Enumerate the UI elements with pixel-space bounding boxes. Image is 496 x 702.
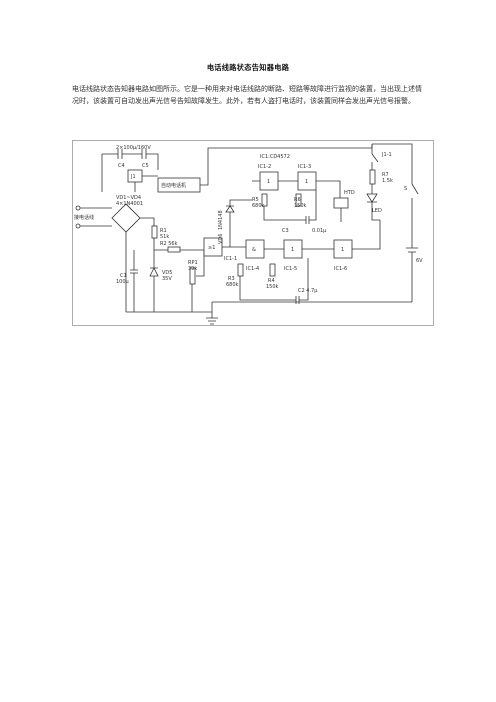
v6-label: 6V bbox=[416, 258, 423, 264]
ic1-5-symbol: 1 bbox=[291, 247, 294, 253]
ic1-6-output bbox=[352, 220, 381, 250]
ic1-4-label: IC1-4 bbox=[246, 266, 259, 272]
ic1-6-label: IC1-6 bbox=[334, 266, 347, 272]
r5-value: 680k bbox=[252, 203, 265, 209]
auto-phone-label: 自动电话机 bbox=[161, 182, 186, 189]
ic1-2-symbol: 1 bbox=[267, 179, 270, 185]
battery-6v bbox=[406, 247, 418, 302]
r2-resistor bbox=[167, 246, 181, 253]
bridge-part-label: 4×1N4001 bbox=[116, 201, 143, 207]
figure-frame bbox=[72, 140, 434, 326]
rp1-potentiometer bbox=[189, 267, 196, 285]
r3-value: 680k bbox=[226, 282, 239, 288]
r7-value: 1.5k bbox=[382, 178, 393, 184]
ic1-3-symbol: 1 bbox=[305, 179, 308, 185]
line-input-wires bbox=[80, 207, 112, 227]
r2-label: R2 56k bbox=[160, 241, 178, 247]
r1-value: 51k bbox=[160, 234, 169, 240]
r6-label: R6 bbox=[294, 197, 301, 203]
j1-wires bbox=[134, 175, 158, 192]
j1-1-contact bbox=[371, 144, 379, 170]
c3-value: 0.01μ bbox=[312, 228, 327, 234]
ic1-1-label: IC1-1 bbox=[224, 256, 237, 262]
r4-value: 150k bbox=[266, 284, 279, 290]
htd-label: HTD bbox=[344, 190, 355, 196]
ic1-6-symbol: 1 bbox=[341, 247, 344, 253]
ground-rail bbox=[126, 301, 412, 325]
switch-s bbox=[372, 143, 419, 248]
circuit-svg: 2×100μ/160V C4 C5 J1 自动电话机 接电话线 VD1~VD4 … bbox=[72, 140, 434, 326]
document-title: 电话线路状态告知器电路 bbox=[206, 63, 290, 72]
c1-capacitor bbox=[130, 250, 138, 312]
c2-capacitor bbox=[239, 258, 309, 304]
ic1-3-label: IC1-3 bbox=[298, 164, 311, 170]
c2-label: C2 4.7μ bbox=[298, 288, 318, 294]
ic1-4-symbol: & bbox=[252, 247, 256, 253]
line-input-label: 接电话线 bbox=[74, 214, 94, 221]
c1-label: C1 bbox=[120, 273, 127, 279]
led-diode bbox=[366, 184, 380, 221]
r1-label: R1 bbox=[160, 228, 167, 234]
c4-label: C4 bbox=[118, 163, 125, 169]
r7-resistor bbox=[369, 169, 376, 185]
c3-capacitor bbox=[263, 190, 317, 224]
vd5-label: VD5 bbox=[162, 270, 172, 276]
ic1-2-label: IC1-2 bbox=[258, 164, 271, 170]
j1-label: J1 bbox=[130, 174, 136, 180]
r4-resistor bbox=[269, 263, 276, 277]
r6-value: 150k bbox=[294, 203, 307, 209]
ic1-3-output bbox=[316, 180, 341, 198]
r6-resistor bbox=[295, 193, 302, 207]
htd-buzzer bbox=[333, 197, 349, 209]
r7-label: R7 bbox=[382, 172, 389, 178]
ic1-1-symbol: ≥1 bbox=[208, 245, 215, 251]
rp1-label: RP1 bbox=[188, 260, 198, 266]
r4-label: R4 bbox=[268, 278, 275, 284]
vd5-zener bbox=[149, 250, 159, 312]
vd5-value: 35V bbox=[162, 276, 172, 282]
circuit-diagram: 2×100μ/160V C4 C5 J1 自动电话机 接电话线 VD1~VD4 … bbox=[72, 140, 434, 326]
led-label: LED bbox=[372, 208, 382, 214]
rp1-wires bbox=[191, 250, 205, 312]
r5-resistor bbox=[261, 193, 268, 207]
ic-title: IC1:CD4572 bbox=[260, 154, 290, 160]
r3-resistor bbox=[237, 263, 244, 277]
r5-label: R5 bbox=[252, 197, 259, 203]
c5-label: C5 bbox=[142, 163, 149, 169]
c4-c5-plates bbox=[117, 149, 147, 159]
bridge-output-wires bbox=[125, 217, 155, 312]
rp1-value: 39k bbox=[188, 266, 197, 272]
c1-value: 100μ bbox=[116, 279, 130, 285]
ic1-5-label: IC1-5 bbox=[284, 266, 297, 272]
body-paragraph: 电话线路状态告知器电路如图所示。它是一种用来对电话线路的断路、短路等故障进行监视… bbox=[72, 85, 422, 106]
c3-label: C3 bbox=[282, 228, 289, 234]
vd6-part: 1N4148 bbox=[218, 210, 224, 230]
c4c5-rating-label: 2×100μ/160V bbox=[116, 145, 151, 151]
bridge-label: VD1~VD4 bbox=[116, 195, 141, 201]
r1-resistor bbox=[151, 225, 158, 239]
j1-1-label: J1-1 bbox=[381, 152, 392, 158]
top-wire bbox=[102, 153, 159, 170]
vd6-diode bbox=[225, 199, 252, 247]
r3-label: R3 bbox=[228, 276, 235, 282]
vd6-label: VD6 bbox=[218, 234, 224, 244]
s-label: S bbox=[404, 186, 407, 192]
